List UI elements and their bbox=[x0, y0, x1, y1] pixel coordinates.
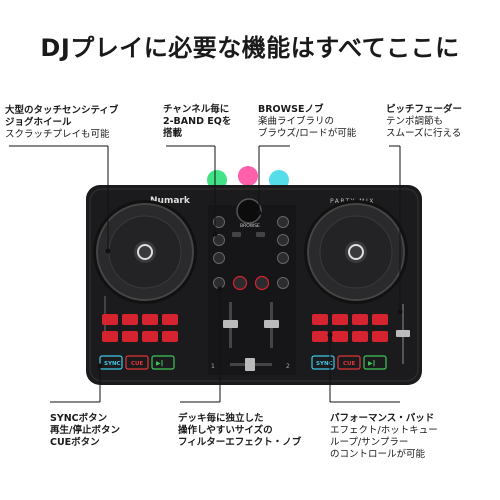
treble-knob-right[interactable] bbox=[277, 216, 289, 228]
cue-button-right[interactable] bbox=[337, 355, 361, 370]
sync-label-right: SYNC bbox=[316, 361, 333, 367]
headline: DJプレイに必要な機能はすべてここに bbox=[40, 34, 460, 62]
load-button-right[interactable] bbox=[256, 232, 265, 237]
crossfader[interactable] bbox=[245, 358, 255, 371]
callout-leaders bbox=[9, 145, 403, 403]
jog-wheel-left[interactable] bbox=[93, 200, 197, 304]
performance-pads-right bbox=[312, 314, 388, 342]
filter-knob-right[interactable] bbox=[254, 275, 270, 291]
pitch-fader-cap-right[interactable] bbox=[396, 330, 410, 337]
bass-knob-left[interactable] bbox=[213, 252, 225, 264]
load-button-left[interactable] bbox=[232, 232, 241, 237]
pad-left-2[interactable] bbox=[122, 314, 138, 325]
pad-left-1[interactable] bbox=[102, 314, 118, 325]
bass-knob-right[interactable] bbox=[277, 252, 289, 264]
pad-left-4[interactable] bbox=[162, 314, 178, 325]
deck-number-left: 1 bbox=[211, 363, 215, 370]
pad-right-4[interactable] bbox=[372, 314, 388, 325]
cue-mix-knob[interactable] bbox=[277, 277, 289, 289]
callout-filter-line3: フィルターエフェクト・ノブ bbox=[178, 437, 302, 448]
callout-eq: チャンネル毎に 2-BAND EQを 搭載 bbox=[163, 104, 243, 140]
volume-fader-right[interactable] bbox=[264, 320, 279, 328]
play-button-right[interactable] bbox=[363, 355, 387, 370]
treble-knob-left[interactable] bbox=[213, 216, 225, 228]
play-label-right: ▶‖ bbox=[368, 360, 376, 367]
pad-right-7[interactable] bbox=[352, 331, 368, 342]
filter-knob-left[interactable] bbox=[232, 275, 248, 291]
callout-jog-line3: スクラッチプレイも可能 bbox=[5, 129, 110, 140]
callout-filter: デッキ毎に独立した 操作しやすいサイズの フィルターエフェクト・ノブ bbox=[178, 413, 318, 449]
callout-pitch: ピッチフェーダー テンポ調節も スムーズに行える bbox=[386, 104, 498, 140]
transport-left: SYNC CUE ▶‖ bbox=[99, 355, 175, 370]
callout-jog-title: 大型のタッチセンシティブ bbox=[5, 105, 119, 116]
pad-right-1[interactable] bbox=[312, 314, 328, 325]
sync-label-left: SYNC bbox=[104, 361, 121, 367]
filter-knobs bbox=[213, 275, 289, 291]
callout-filter-line1: デッキ毎に独立した bbox=[178, 413, 264, 424]
callout-filter-line2: 操作しやすいサイズの bbox=[178, 425, 273, 436]
callout-pads-title: パフォーマンス・パッド bbox=[330, 413, 435, 424]
pad-left-5[interactable] bbox=[102, 331, 118, 342]
pad-left-8[interactable] bbox=[162, 331, 178, 342]
eq-knobs bbox=[213, 216, 289, 264]
browse-label: BROWSE bbox=[240, 223, 260, 229]
gain-knob-right[interactable] bbox=[277, 234, 289, 246]
callout-eq-line3: 搭載 bbox=[163, 128, 183, 139]
callout-pitch-line2: テンポ調節も bbox=[386, 116, 444, 127]
browse-knob[interactable] bbox=[236, 198, 262, 224]
pad-right-3[interactable] bbox=[352, 314, 368, 325]
pad-right-2[interactable] bbox=[332, 314, 348, 325]
callout-browse-title: BROWSEノブ bbox=[258, 104, 324, 115]
cue-label-left: CUE bbox=[131, 361, 144, 367]
callout-pads-line3: ループ/サンプラー bbox=[330, 437, 409, 448]
pad-right-8[interactable] bbox=[372, 331, 388, 342]
pitch-fader-right bbox=[396, 304, 410, 364]
callout-pitch-line3: スムーズに行える bbox=[386, 128, 462, 139]
callout-browse-line3: ブラウズ/ロードが可能 bbox=[258, 128, 357, 139]
transport-right: SYNC CUE ▶‖ bbox=[311, 355, 387, 370]
channel-faders bbox=[223, 302, 279, 371]
performance-pads-left bbox=[102, 314, 178, 342]
callout-eq-line1: チャンネル毎に bbox=[163, 104, 230, 115]
callout-pads: パフォーマンス・パッド エフェクト/ホットキュー ループ/サンプラー のコントロ… bbox=[330, 413, 500, 461]
callout-eq-line2: 2-BAND EQを bbox=[163, 116, 232, 127]
callout-pads-line4: のコントロールが可能 bbox=[330, 449, 426, 460]
play-button-left[interactable] bbox=[151, 355, 175, 370]
callout-browse-line2: 楽曲ライブラリの bbox=[258, 116, 335, 127]
play-label-left: ▶‖ bbox=[156, 360, 164, 367]
callout-jog-line2: ジョグホイール bbox=[5, 117, 72, 128]
mixer-section bbox=[208, 205, 296, 375]
volume-fader-left[interactable] bbox=[223, 320, 238, 328]
deck-number-right: 2 bbox=[286, 363, 290, 370]
callout-sync-line1: SYNCボタン bbox=[50, 413, 108, 424]
callout-jog-wheel: 大型のタッチセンシティブ ジョグホイール スクラッチプレイも可能 bbox=[5, 105, 155, 141]
cue-button-left[interactable] bbox=[125, 355, 149, 370]
brand-logo: Numark bbox=[150, 196, 191, 206]
pad-right-6[interactable] bbox=[332, 331, 348, 342]
callout-browse: BROWSEノブ 楽曲ライブラリの ブラウズ/ロードが可能 bbox=[258, 104, 378, 140]
callout-pitch-title: ピッチフェーダー bbox=[386, 104, 463, 115]
pad-right-5[interactable] bbox=[312, 331, 328, 342]
sync-button-left[interactable] bbox=[99, 355, 123, 370]
callout-sync-line2: 再生/停止ボタン bbox=[50, 425, 120, 436]
cue-label-right: CUE bbox=[343, 361, 356, 367]
jog-wheel-right[interactable] bbox=[304, 200, 408, 304]
callout-sync: SYNCボタン 再生/停止ボタン CUEボタン bbox=[50, 413, 160, 449]
pad-left-3[interactable] bbox=[142, 314, 158, 325]
sync-button-right[interactable] bbox=[311, 355, 335, 370]
gain-knob-left[interactable] bbox=[213, 234, 225, 246]
callout-pads-line2: エフェクト/ホットキュー bbox=[330, 425, 438, 436]
pad-left-7[interactable] bbox=[142, 331, 158, 342]
pad-left-6[interactable] bbox=[122, 331, 138, 342]
callout-sync-line3: CUEボタン bbox=[50, 437, 100, 448]
